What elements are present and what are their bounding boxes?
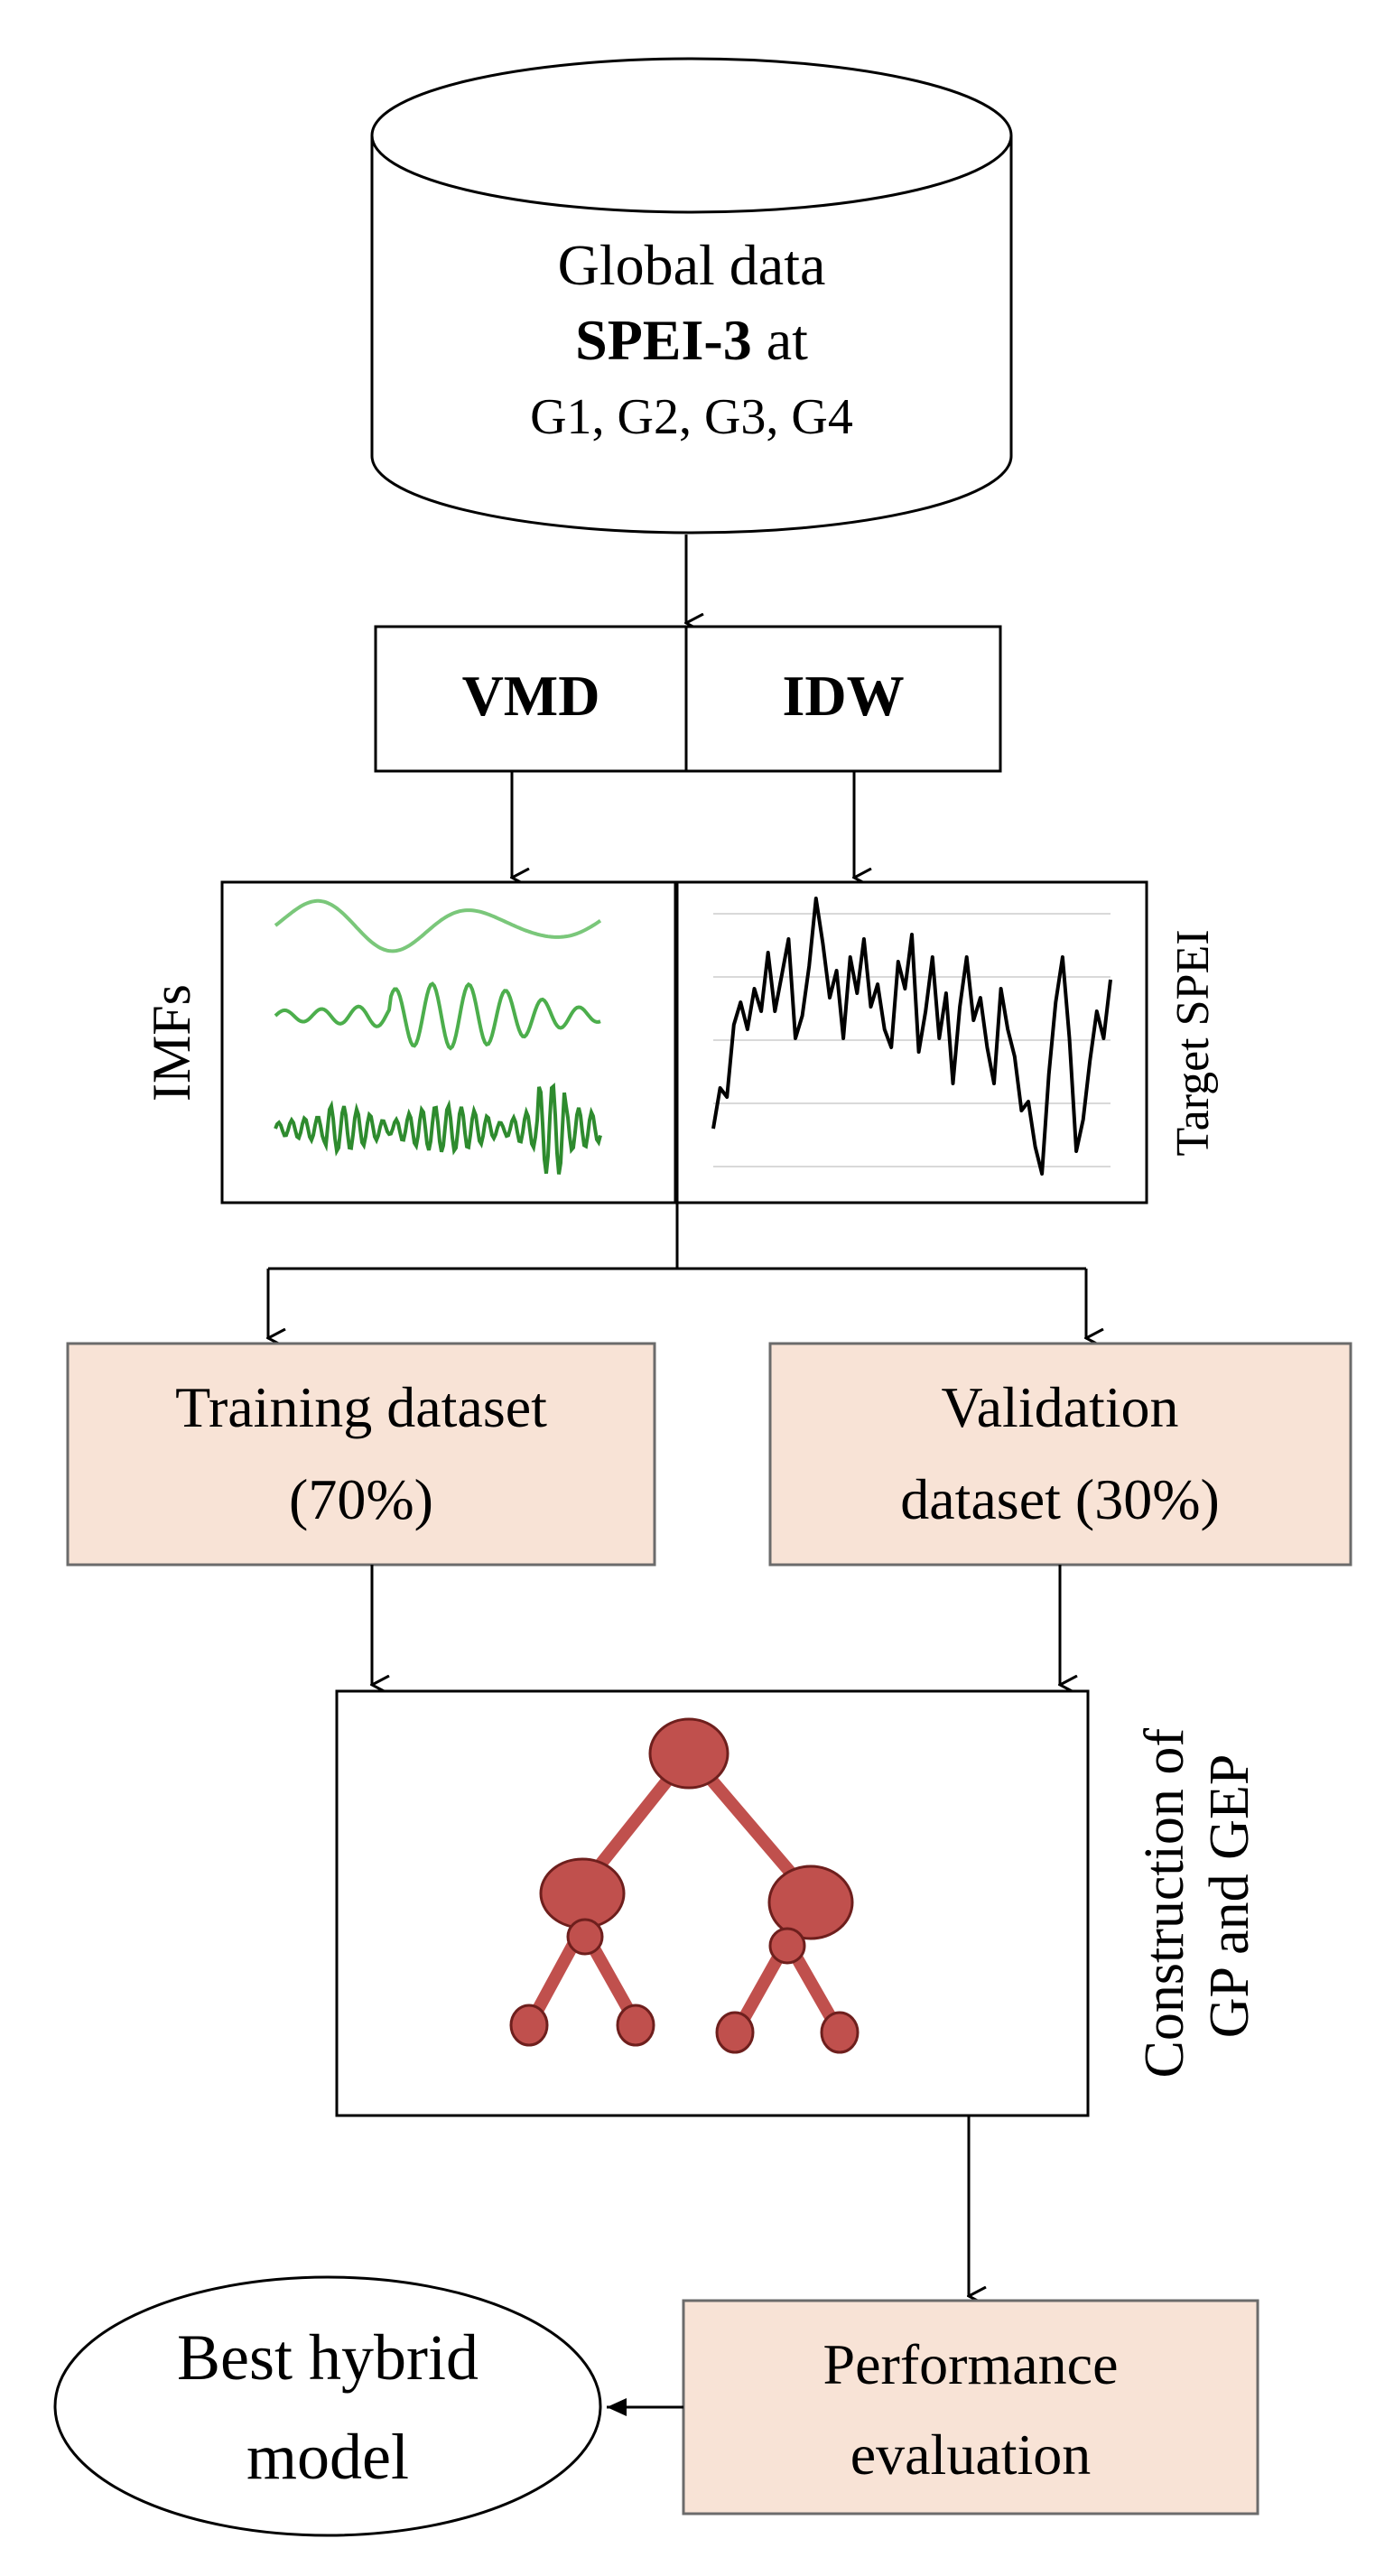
target-spei-series	[711, 897, 1112, 1176]
training-line1: Training dataset	[175, 1375, 547, 1439]
split-connector	[268, 1203, 1086, 1338]
methods-box: VMD IDW	[374, 625, 1002, 773]
vmd-label: VMD	[462, 664, 600, 728]
validation-line2: dataset (30%)	[900, 1467, 1220, 1531]
evaluation-line1: Performance	[823, 2332, 1119, 2396]
target-spei-label: Target SPEI	[1167, 929, 1219, 1156]
evaluation-line2: evaluation	[850, 2423, 1092, 2487]
result-line2: model	[246, 2421, 409, 2493]
training-dataset-box: Training dataset (70%)	[66, 1342, 656, 1567]
target-panel	[675, 880, 1148, 1204]
imf-curve-2	[274, 981, 601, 1051]
idw-label: IDW	[782, 664, 904, 728]
validation-line1: Validation	[941, 1375, 1178, 1439]
evaluation-box: Performance evaluation	[682, 2299, 1259, 2516]
database-line3: G1, G2, G3, G4	[530, 389, 853, 445]
imfs-panel	[220, 880, 677, 1204]
tree-nodes	[509, 1717, 860, 2054]
imf-curve-1	[274, 898, 602, 953]
model-label: Construction of GP and GEP	[1134, 1715, 1260, 2078]
database-line1: Global data	[558, 233, 826, 297]
database-line2: SPEI-3 at	[575, 308, 808, 372]
training-line2: (70%)	[289, 1467, 433, 1531]
imf-curve-3	[274, 1082, 602, 1175]
validation-dataset-box: Validation dataset (30%)	[768, 1342, 1352, 1567]
model-box	[335, 1689, 1090, 2117]
imfs-label: IMFs	[142, 984, 201, 1102]
result-line1: Best hybrid	[177, 2321, 479, 2394]
result-ellipse: Best hybrid model	[53, 2275, 602, 2537]
database-cylinder: Global data SPEI-3 at G1, G2, G3, G4	[370, 57, 1013, 535]
